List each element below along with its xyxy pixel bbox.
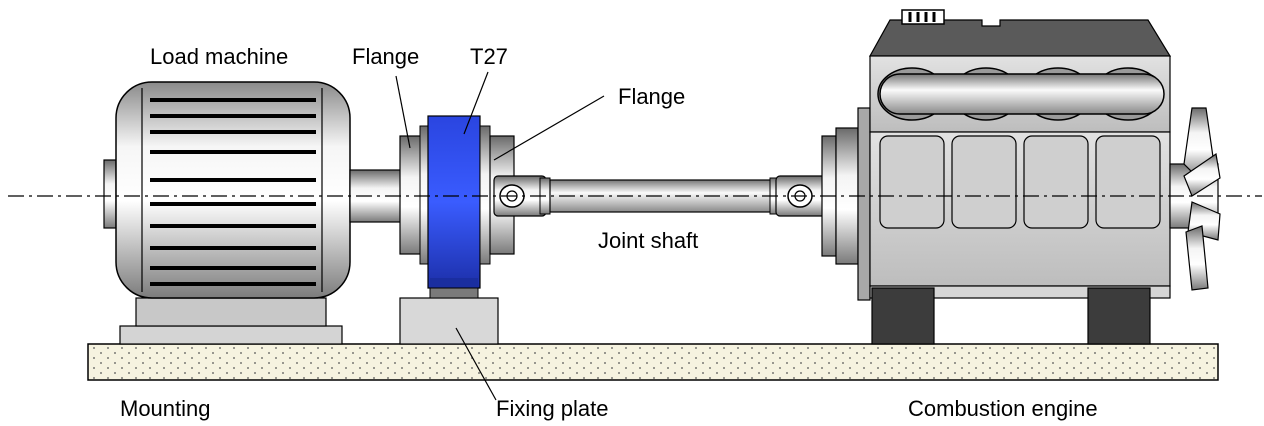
label-flange-left: Flange xyxy=(352,44,419,69)
engine-fan xyxy=(1183,107,1221,291)
label-joint-shaft: Joint shaft xyxy=(598,228,698,253)
label-fixing-plate: Fixing plate xyxy=(496,396,609,421)
engine-manifold xyxy=(879,73,1165,115)
label-flange-right: Flange xyxy=(618,84,685,109)
fixing-plate xyxy=(399,297,499,345)
label-load-machine: Load machine xyxy=(150,44,288,69)
label-combustion-engine: Combustion engine xyxy=(908,396,1098,421)
load-machine xyxy=(103,81,405,345)
combustion-engine xyxy=(857,9,1221,345)
leader-lines xyxy=(395,71,605,401)
engine-foot-right xyxy=(1087,287,1151,345)
label-mounting: Mounting xyxy=(120,396,211,421)
engine-intake xyxy=(901,9,945,25)
label-t27: T27 xyxy=(470,44,508,69)
mounting-base xyxy=(87,343,1219,381)
motor-cooling-fins xyxy=(150,98,316,286)
t27-torque-flange xyxy=(427,115,491,299)
engine-foot-left xyxy=(871,287,935,345)
engine-block-panels xyxy=(879,135,1161,229)
